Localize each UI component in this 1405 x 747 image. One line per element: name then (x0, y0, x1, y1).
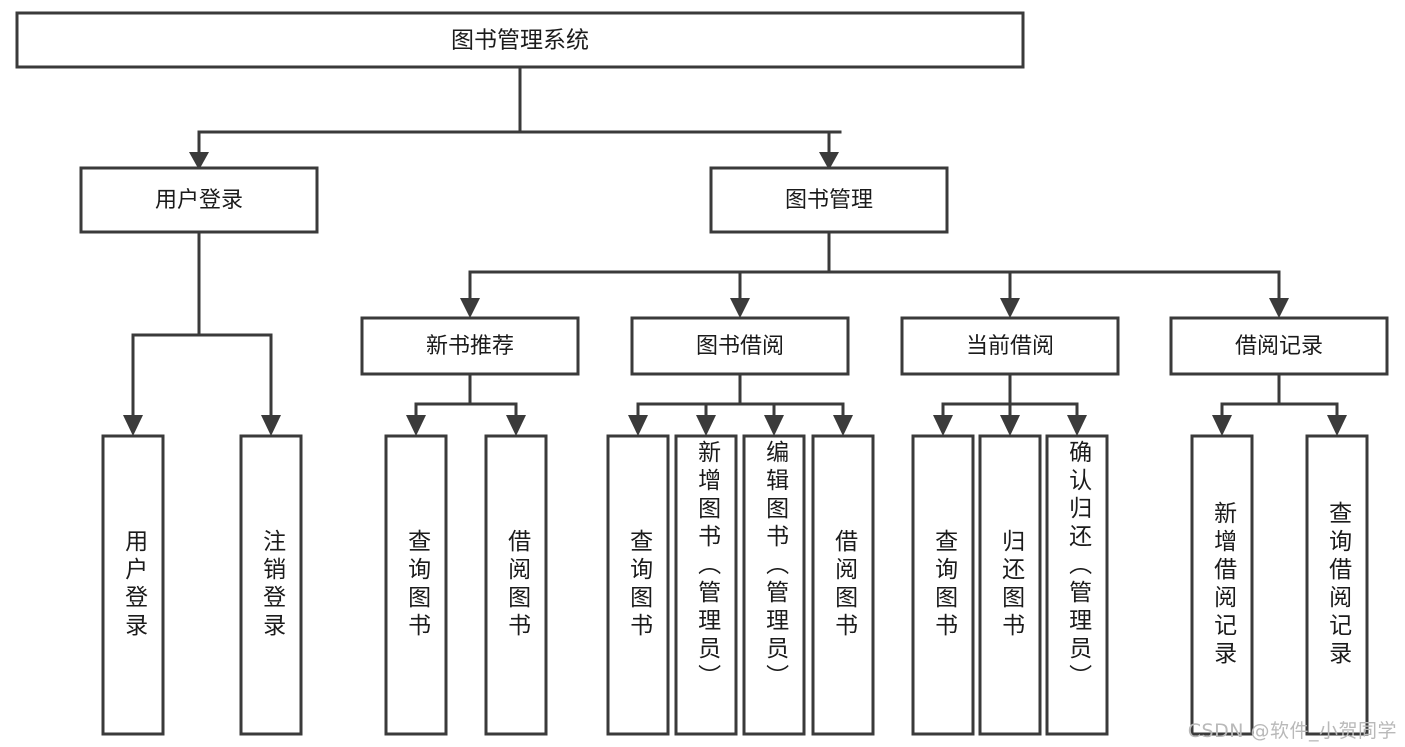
node-root-system[interactable] (15, 11, 1025, 69)
connector-book-borrow-to-leaves (636, 372, 845, 420)
node-user-login[interactable] (79, 166, 319, 234)
arrowhead-to-book-borrow (730, 298, 750, 318)
leaf-box-bb-edit-book[interactable] (742, 434, 806, 736)
node-new-book-recommend[interactable] (360, 316, 580, 376)
connector-borrow-record-to-leaves (1220, 372, 1339, 420)
node-root-label: 图书管理系统 (451, 28, 589, 54)
node-user-login-label: 用户登录 (155, 188, 243, 213)
connector-new-book-to-leaves (414, 372, 518, 420)
leaf-box-bb-add-book[interactable] (674, 434, 738, 736)
arrowhead-br-leaf-1 (1212, 415, 1232, 436)
node-current-borrow-label: 当前借阅 (966, 334, 1054, 359)
arrowhead-leaf-logout (261, 415, 281, 436)
arrowhead-cb-leaf-2 (1000, 415, 1020, 436)
arrowhead-nb-leaf-1 (406, 415, 426, 436)
arrowhead-to-current-borrow (1000, 298, 1020, 318)
arrowhead-nb-leaf-2 (506, 415, 526, 436)
arrowhead-to-book-manage (819, 152, 839, 170)
arrowhead-to-borrow-record (1269, 298, 1289, 318)
arrowhead-leaf-user-login (123, 415, 143, 436)
leaf-box-logout[interactable] (239, 434, 303, 736)
leaf-box-bb-borrow-book[interactable] (811, 434, 875, 736)
node-borrow-record[interactable] (1169, 316, 1389, 376)
node-book-management-label: 图书管理 (785, 188, 873, 213)
leaf-box-cb-return-book[interactable] (978, 434, 1042, 736)
connector-current-borrow-to-leaves (941, 372, 1079, 420)
arrowhead-bb-leaf-1 (628, 415, 648, 436)
node-borrow-record-label: 借阅记录 (1235, 334, 1323, 359)
node-book-borrow-label: 图书借阅 (696, 334, 784, 359)
leaf-box-nb-borrow-book[interactable] (484, 434, 548, 736)
connector-user-login-to-leaves (131, 230, 273, 420)
connector-root-to-level2 (197, 65, 842, 154)
leaf-box-cb-confirm-return[interactable] (1045, 434, 1109, 736)
node-new-book-recommend-label: 新书推荐 (426, 334, 514, 359)
node-current-borrow[interactable] (900, 316, 1120, 376)
leaf-box-nb-query-book[interactable] (384, 434, 448, 736)
leaf-box-bb-query-book[interactable] (606, 434, 670, 736)
leaf-box-user-login[interactable] (101, 434, 165, 736)
arrowhead-bb-leaf-4 (833, 415, 853, 436)
node-book-borrow[interactable] (630, 316, 850, 376)
arrowhead-bb-leaf-2 (696, 415, 716, 436)
connector-book-manage-to-level3 (468, 230, 1281, 302)
arrowhead-to-new-book (460, 298, 480, 318)
arrowhead-bb-leaf-3 (764, 415, 784, 436)
leaf-box-br-query-record[interactable] (1305, 434, 1369, 736)
arrowhead-cb-leaf-3 (1067, 415, 1087, 436)
leaf-box-cb-query-book[interactable] (911, 434, 975, 736)
arrowhead-br-leaf-2 (1327, 415, 1347, 436)
watermark-text: CSDN @软件_小贺同学 (1187, 720, 1397, 742)
arrowhead-cb-leaf-1 (933, 415, 953, 436)
node-book-management[interactable] (709, 166, 949, 234)
leaf-box-br-add-record[interactable] (1190, 434, 1254, 736)
arrowhead-to-user-login (189, 152, 209, 170)
